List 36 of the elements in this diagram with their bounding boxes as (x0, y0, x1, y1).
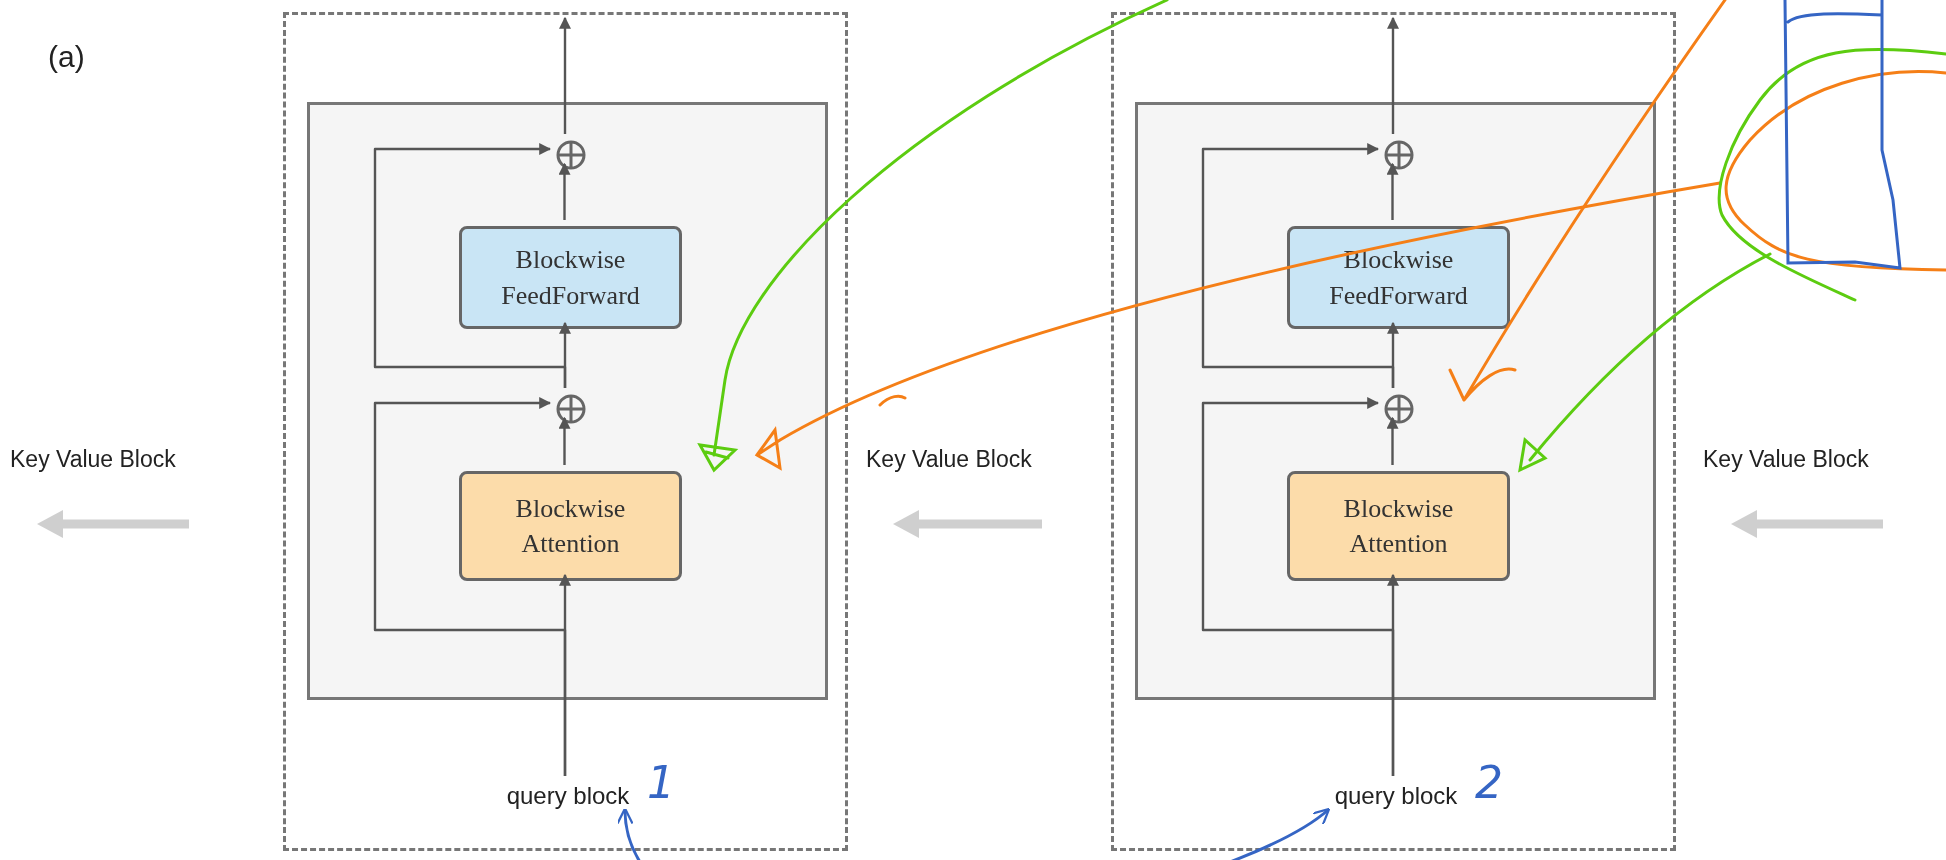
box-label: Blockwise FeedForward (500, 244, 641, 312)
layer-panel (1135, 102, 1656, 700)
arrow (1386, 162, 1399, 220)
sum-circle (556, 394, 586, 424)
box-label: Blockwise Attention (1342, 492, 1455, 560)
process-box (1287, 226, 1510, 329)
flow-label: Key Value Block (1703, 446, 1869, 473)
handwritten-number: 2 (1475, 757, 1503, 808)
arrow (1201, 143, 1395, 388)
arrow (559, 16, 571, 134)
input-label: query block (1334, 782, 1458, 810)
sum-circle (556, 140, 586, 170)
input-label: query block (506, 782, 630, 810)
box-label: Blockwise Attention (514, 492, 627, 560)
process-box (459, 226, 682, 329)
arrow (558, 162, 571, 220)
flow-label: Key Value Block (10, 446, 176, 473)
sum-circle (1384, 394, 1414, 424)
sum-circle (1384, 140, 1414, 170)
flow-label: Key Value Block (866, 446, 1032, 473)
layer-panel (307, 102, 828, 700)
arrow (1201, 397, 1395, 776)
arrow (1386, 416, 1399, 465)
dashed-frame (283, 12, 848, 851)
handwritten-number: 1 (647, 757, 675, 808)
arrow (1387, 16, 1399, 134)
arrow (373, 397, 567, 776)
process-box (459, 471, 682, 581)
arrow (616, 807, 642, 860)
arrow (373, 143, 567, 388)
process-box (1287, 471, 1510, 581)
dashed-frame (1111, 12, 1676, 851)
arrow (558, 416, 571, 465)
box-label: Blockwise FeedForward (1328, 244, 1469, 312)
panel-letter: (a) (48, 40, 85, 74)
arrow (1229, 807, 1331, 860)
